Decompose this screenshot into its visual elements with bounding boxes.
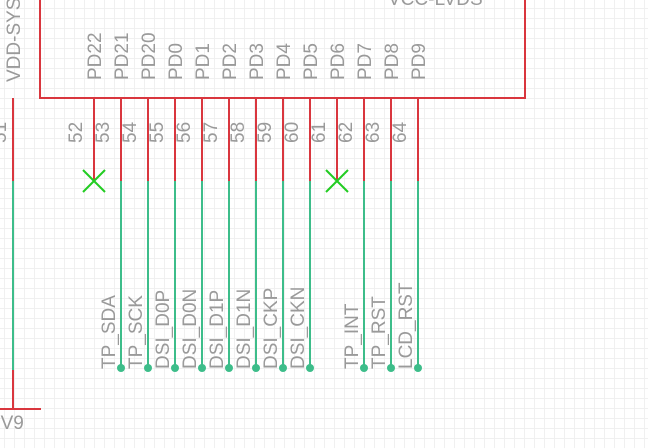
pin-pd22[interactable]: PD22 52 <box>66 32 106 193</box>
pin-number: 53 <box>93 122 114 143</box>
pin-name: PD1 <box>193 43 214 80</box>
pin-name: PD9 <box>409 43 430 80</box>
net-label[interactable]: DSI_D0N <box>180 289 201 369</box>
junction-dot <box>171 364 179 372</box>
junction-dot <box>279 364 287 372</box>
junction-dot <box>144 364 152 372</box>
junction-dot <box>387 364 395 372</box>
power-label-top: VCC-LVDS <box>388 0 483 10</box>
junction-dot <box>360 364 368 372</box>
pin-name: PD22 <box>85 32 106 80</box>
net-label[interactable]: TP_SDA <box>99 295 120 369</box>
junction-dot <box>225 364 233 372</box>
no-connect-icon <box>82 169 106 193</box>
pin-name: PD6 <box>328 43 349 80</box>
pin-number: 57 <box>201 122 222 143</box>
pin-name: PD3 <box>247 43 268 80</box>
net-label[interactable]: DSI_D1N <box>234 289 255 369</box>
pin-pd6[interactable]: PD6 61 <box>309 43 349 193</box>
net-label[interactable]: DSI_D0P <box>153 290 174 369</box>
pin-number: 61 <box>309 122 330 143</box>
pin-name: PD7 <box>355 43 376 80</box>
junction-dot <box>198 364 206 372</box>
pin-number: 56 <box>174 122 195 143</box>
net-label[interactable]: DSI_CKN <box>288 287 309 369</box>
junction-dot <box>414 364 422 372</box>
pin-number: 64 <box>390 121 411 143</box>
pin-name: PD4 <box>274 43 295 80</box>
pin-number: 60 <box>282 122 303 143</box>
pin-number: 58 <box>228 122 249 143</box>
pin-name: PD20 <box>139 32 160 80</box>
pin-number: 55 <box>147 122 168 143</box>
pin-number: 52 <box>66 122 87 143</box>
pin-number: 62 <box>336 122 357 143</box>
pin-name: PD21 <box>112 32 133 80</box>
net-label[interactable]: DSI_D1P <box>207 290 228 369</box>
left-pin-label: VDD-SYS <box>4 0 25 82</box>
pin-name: PD5 <box>301 43 322 80</box>
junction-dot <box>117 364 125 372</box>
pin-name: PD0 <box>166 43 187 80</box>
net-label[interactable]: TP_INT <box>342 303 363 369</box>
pin-name: PD2 <box>220 43 241 80</box>
net-label[interactable]: TP_SCK <box>126 295 147 369</box>
net-label[interactable]: DSI_CKP <box>261 288 282 369</box>
net-label[interactable]: TP_RST <box>369 296 390 369</box>
left-pin-number: 51 <box>0 122 11 143</box>
no-connect-icon <box>325 169 349 193</box>
pin-number: 63 <box>363 122 384 143</box>
pin-number: 54 <box>120 121 141 143</box>
pin-name: PD8 <box>382 43 403 80</box>
junction-dot <box>306 364 314 372</box>
pin-number: 59 <box>255 122 276 143</box>
power-net-label: 0V9 <box>0 413 24 434</box>
net-label[interactable]: LCD_RST <box>396 282 417 369</box>
junction-dot <box>252 364 260 372</box>
